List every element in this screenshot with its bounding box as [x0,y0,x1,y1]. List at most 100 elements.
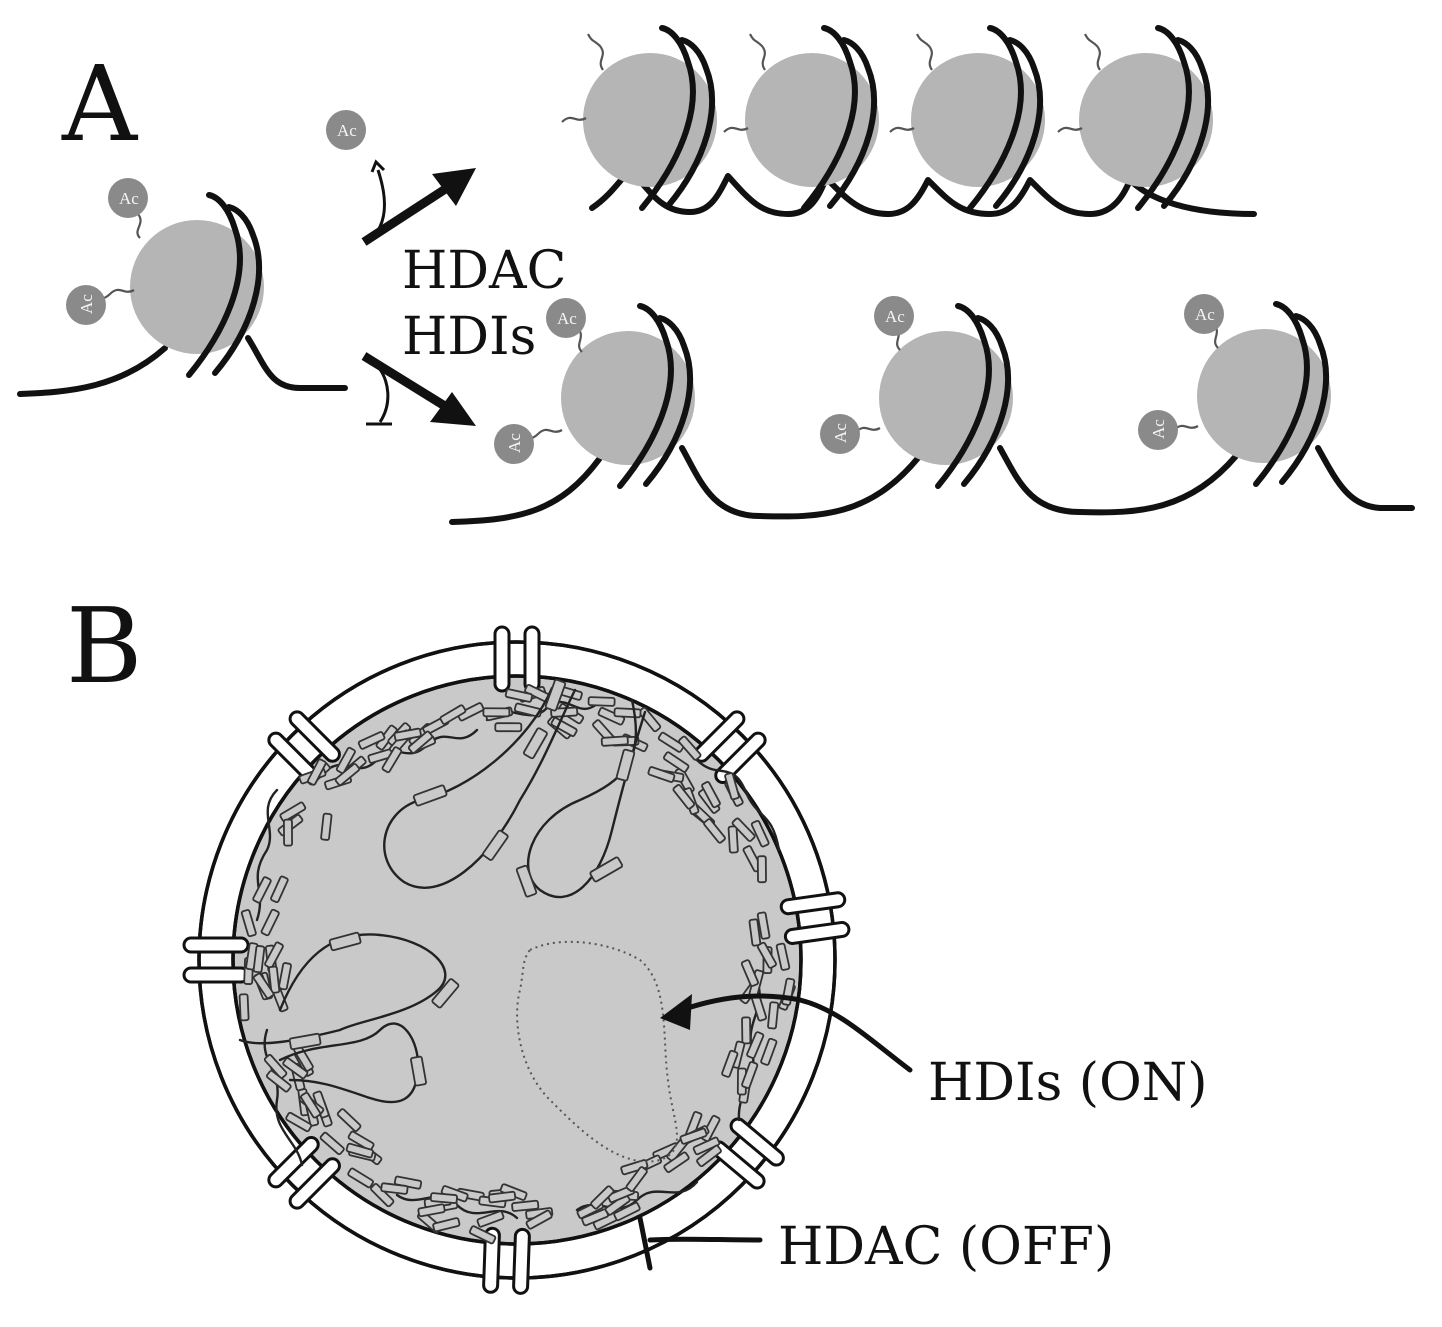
condensed-nucleosome [283,818,293,847]
condensed-nucleosome [334,763,361,786]
condensed-nucleosome [335,746,356,774]
nucleoplasm [233,676,801,1244]
deacetylation-arrow[interactable] [361,159,476,246]
condensed-nucleosome [417,1203,446,1218]
nucleus [182,625,913,1295]
condensed-nucleosome [511,1199,540,1212]
condensed-nucleosome [266,1069,292,1093]
condensed-nucleosome [625,1166,648,1193]
condensed-nucleosome [407,730,434,754]
nuclear-pores [182,625,851,1295]
condensed-nucleosome [620,1159,649,1176]
acetyl-group: Ac [108,178,148,218]
histone-tail [561,116,587,123]
condensed-nucleosome [282,1057,309,1080]
condensed-nucleosome [494,722,523,733]
released-acetyl-group: Ac [326,110,366,150]
acetyl-label: Ac [119,189,139,208]
nuclear-pore [267,710,341,784]
condensed-nucleosome [756,941,777,969]
condensed-nucleosome [731,817,756,842]
condensed-nucleosome [270,875,289,904]
condensed-nucleosome [393,727,422,742]
dna-strand-left-out [245,335,348,391]
acetyl-group: Ac [546,298,586,338]
nuclear-pore [182,936,250,984]
panel-a-letter: A [61,43,139,165]
condensed-nucleosome [678,735,702,761]
condensed-nucleosome [696,1144,722,1168]
release-bracket-tip [370,159,386,173]
condensed-nucleosome [740,959,759,987]
condensed-nucleosome [775,942,791,971]
acetyl-label: Ac [505,433,524,453]
condensed-nucleosome [613,707,642,719]
condensed-nucleosome [260,908,280,937]
condensed-nucleosome [741,1061,759,1089]
hdis-on-callout-head [660,994,692,1030]
condensed-nucleosome [432,1217,461,1233]
euchromatin-loops [238,678,647,1104]
acetyl-group: Ac [494,424,534,464]
euchromatin-loop [526,698,647,899]
condensed-nucleosome [457,702,485,722]
hdi-open-chromatin-region [516,940,678,1163]
condensed-nucleosome [600,735,629,747]
nuclear-pore [710,1117,785,1190]
linker-dna [679,445,921,520]
linker-dna [449,455,603,525]
dna-strand-left-in [17,345,168,397]
condensed-nucleosome [300,1091,322,1119]
hdis-on-label: HDIs (ON) [928,1053,1208,1113]
condensed-nucleosome [264,941,284,969]
acetyl-group: Ac [874,296,914,336]
condensed-nucleosome [525,1209,553,1230]
hdac-off-label: HDAC (OFF) [778,1217,1114,1277]
condensed-nucleosome [692,1136,721,1156]
condensed-nucleosome [252,945,266,974]
condensed-nucleosome [238,993,250,1022]
compact-chromatin [561,28,1257,217]
condensed-nucleosome [756,855,767,884]
condensed-nucleosome [748,918,762,947]
condensed-nucleosome [319,1131,345,1156]
condensed-nucleosome [263,1054,288,1079]
condensed-nucleosome [488,1190,517,1204]
condensed-nucleosome [482,707,511,718]
linker-dna [589,167,1257,217]
acetyl-group: Ac [66,285,106,325]
acetyl-label: Ac [1149,419,1168,439]
histone-tail [723,126,749,133]
hdis-on-callout-line [673,993,913,1073]
histone-core-left [130,195,264,375]
condensed-nucleosome [767,1001,780,1030]
panel-a: A Ac Ac Ac [17,28,1415,525]
condensed-nucleosome [760,1037,778,1066]
condensed-nucleosome [724,772,740,801]
histone-tail [916,33,933,71]
condensed-nucleosome [727,825,739,854]
condensed-nucleosome [336,1108,362,1133]
nuclear-pore [482,1226,531,1295]
condensed-nucleosome [320,812,333,841]
arrowhead-down [430,392,476,426]
panel-b-letter: B [66,585,142,707]
condensed-nucleosome [345,1142,374,1159]
acetyl-group: Ac [1184,294,1224,334]
hdis-label: HDIs [402,307,536,367]
condensed-nucleosome [504,688,533,703]
condensed-nucleosome [590,1185,615,1210]
condensed-nucleosome [741,1016,752,1045]
condensed-nucleosome [513,702,543,718]
condensed-nucleosome [252,876,272,904]
histone-tail [1057,126,1083,133]
acetyl-label: Ac [77,294,96,314]
arrowhead-up [432,168,476,206]
condensed-nucleosome [307,758,327,786]
arrow-shaft-up [361,182,453,246]
arrow-shaft-down [361,352,451,412]
condensed-nucleosome [381,746,403,774]
condensed-nucleosome [550,717,578,737]
inhibition-arrow[interactable] [361,352,476,426]
